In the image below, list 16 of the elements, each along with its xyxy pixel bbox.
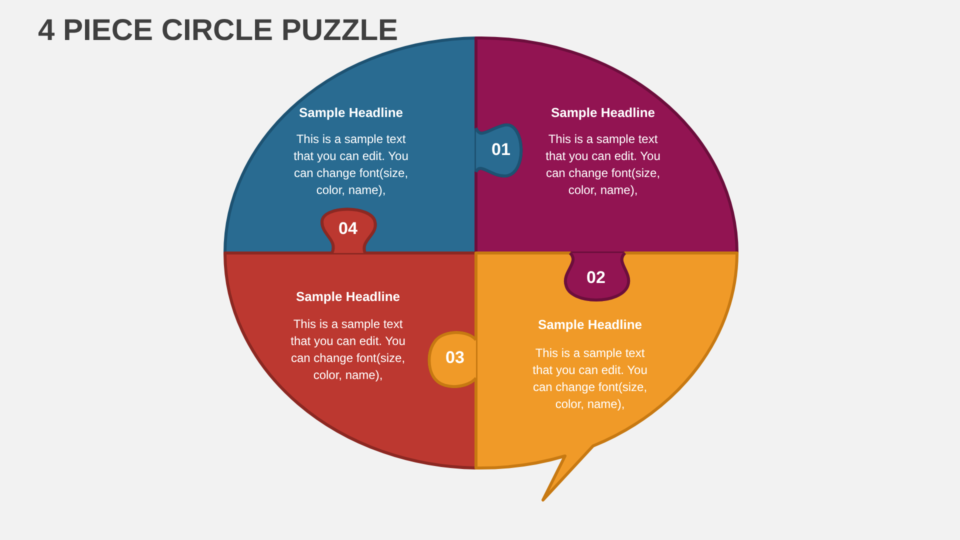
puzzle-piece — [225, 253, 476, 468]
headline: Sample Headline — [538, 317, 642, 332]
headline: Sample Headline — [550, 105, 656, 120]
puzzle-tab — [320, 207, 378, 253]
body-text: This is a sample text that you can edit. You can change font(size, color, name), — [290, 316, 406, 384]
body-text: This is a sample text that you can edit. You can change font(size, color, name), — [532, 345, 648, 413]
piece-number: 04 — [338, 219, 358, 239]
headline: Sample Headline — [296, 289, 400, 304]
puzzle-piece — [476, 253, 737, 500]
body-text: This is a sample text that you can edit. You can change font(size, color, name), — [292, 131, 410, 199]
body-text: This is a sample text that you can edit. You can change font(size, color, name), — [544, 131, 662, 199]
puzzle-piece — [476, 38, 737, 253]
title: 4 PIECE CIRCLE PUZZLE — [38, 14, 398, 48]
puzzle-tab — [429, 332, 476, 388]
headline: Sample Headline — [298, 105, 404, 120]
piece-number: 03 — [446, 348, 464, 368]
